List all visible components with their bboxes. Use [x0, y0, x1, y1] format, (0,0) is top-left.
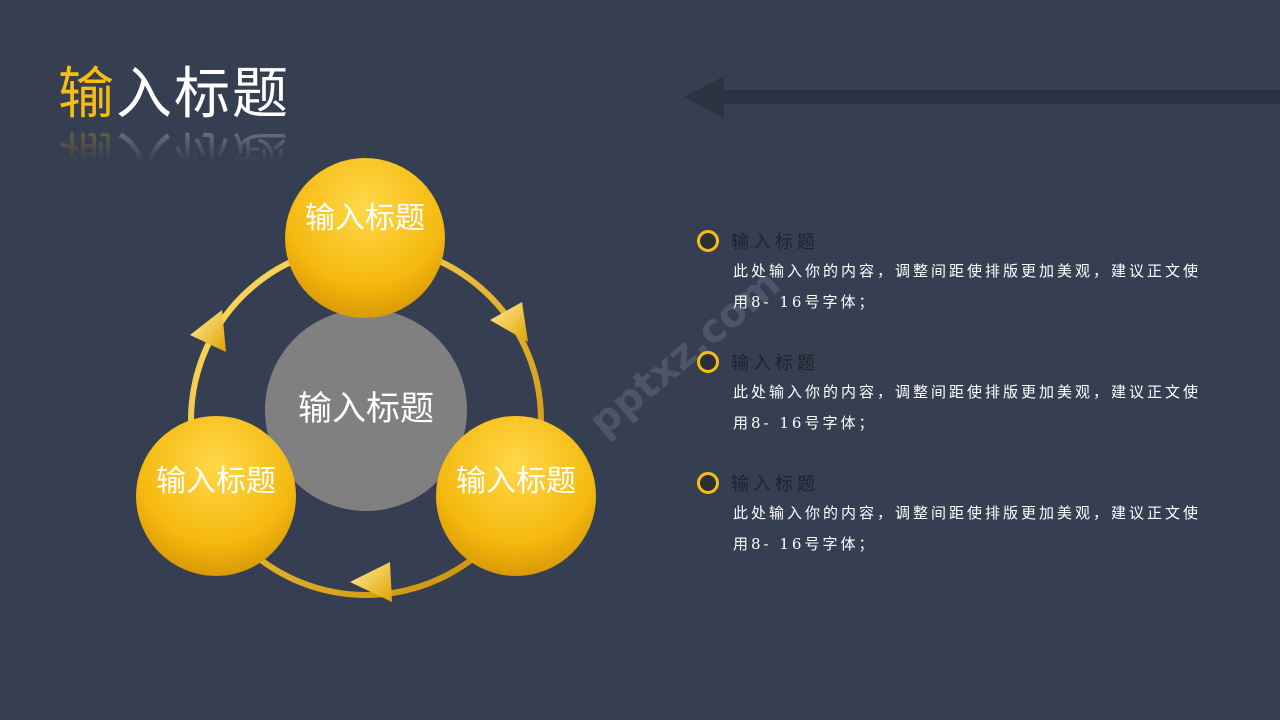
- center-circle-label: 输入标题: [298, 389, 434, 429]
- right-circle: [436, 416, 596, 576]
- item-title: 输入标题: [731, 353, 819, 374]
- top-circle-label: 输入标题: [305, 201, 425, 236]
- title-rest: 入标题: [116, 62, 290, 127]
- page-title-block: 输入标题 输入标题: [58, 60, 290, 188]
- left-arrow-decoration: [684, 76, 1280, 118]
- left-circle-label: 输入标题: [156, 464, 276, 499]
- center-circle: [265, 309, 467, 511]
- item-body: 此处输入你的内容，调整间距使排版更加美观，建议正文使用8- 16号字体；: [733, 383, 1202, 432]
- item-title: 输入标题: [731, 232, 819, 253]
- title-first-char: 输: [58, 62, 116, 127]
- ring-bullet-icon: [697, 351, 719, 373]
- page-title: 输入标题: [58, 60, 290, 130]
- left-circle: [136, 416, 296, 576]
- ring-bullet-icon: [697, 230, 719, 252]
- ring-bullet-icon: [697, 472, 719, 494]
- item-body: 此处输入你的内容，调整间距使排版更加美观，建议正文使用8- 16号字体；: [733, 504, 1202, 553]
- arrow-head-right: [490, 302, 528, 342]
- right-circle-label: 输入标题: [456, 464, 576, 499]
- arrow-head-bottom: [350, 562, 392, 602]
- item-title: 输入标题: [731, 474, 819, 495]
- arrow-head-left: [190, 310, 226, 352]
- top-circle: [285, 158, 445, 318]
- item-body: 此处输入你的内容，调整间距使排版更加美观，建议正文使用8- 16号字体；: [733, 262, 1202, 311]
